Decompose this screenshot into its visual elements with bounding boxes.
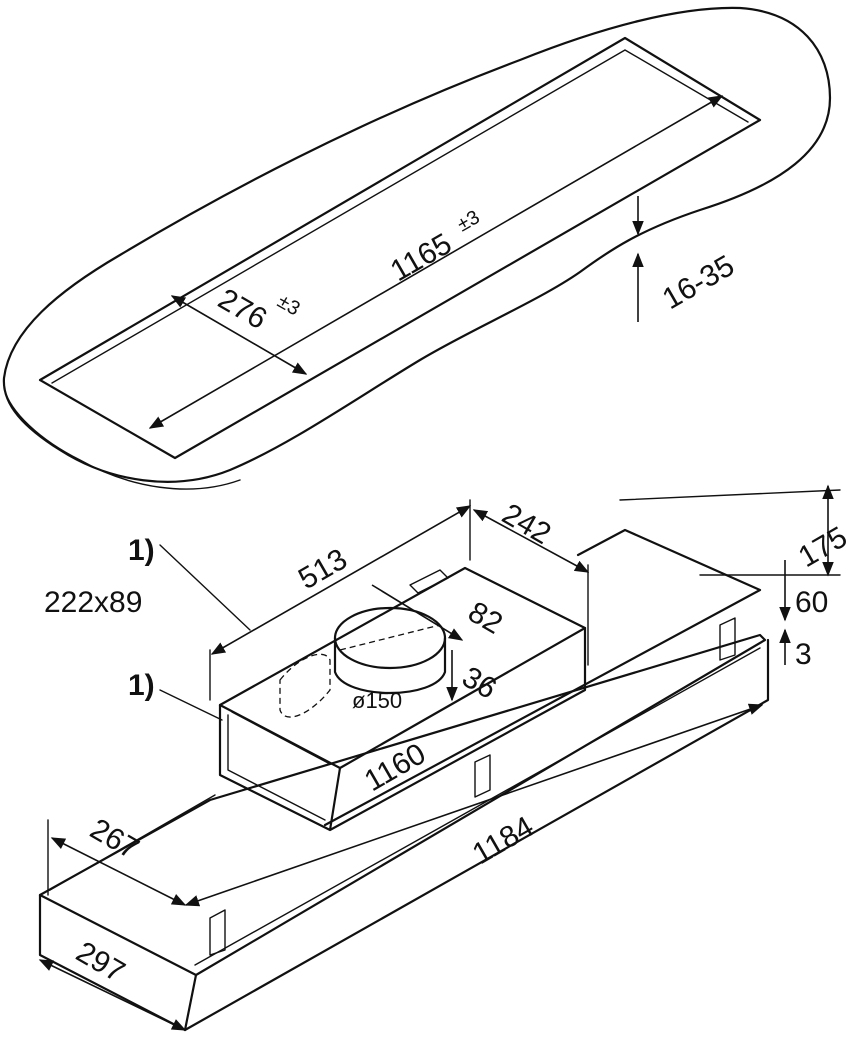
dim-total-height-value: 175: [793, 520, 853, 574]
dim-offset-b-value: 36: [457, 660, 502, 705]
note-1: 1) 222x89: [44, 534, 251, 631]
dim-duct-diameter-value: ø150: [352, 688, 402, 713]
dim-motor-width: 242: [469, 497, 590, 666]
dim-body-height-value: 60: [795, 586, 828, 619]
dim-motor-length-value: 513: [293, 542, 353, 596]
frame-corner: [183, 973, 198, 1032]
cutout-opening: [38, 36, 762, 460]
dim-outer-length-value: 1184: [467, 810, 539, 871]
duct-collar-body: [333, 636, 447, 694]
note-2-marker: 1): [128, 669, 155, 702]
outlet-dashed: [279, 653, 331, 718]
dim-inner-length: 1160: [359, 737, 431, 798]
note-2: 1): [128, 669, 223, 721]
dim-motor-length: 513: [209, 505, 472, 701]
dim-offsets: 82 36 ø150: [352, 584, 508, 713]
dim-inner-length-value: 1160: [359, 737, 431, 798]
inner-plate: [49, 647, 761, 966]
dim-panel-thickness-value: 16-35: [657, 249, 740, 316]
dim-motor-width-value: 242: [497, 497, 557, 551]
note-1-size: 222x89: [44, 586, 142, 619]
dim-cutout-width: 276 ±3: [170, 282, 308, 375]
dim-outer-depth-value: 297: [71, 935, 131, 989]
panel-thickness-edge: [3, 387, 241, 490]
dim-cutout-length: 1165 ±3: [148, 95, 724, 429]
dim-outer-depth: 297: [38, 935, 187, 1031]
dim-cutout-length-value: 1165: [385, 227, 457, 288]
cutout-inner-edge: [51, 49, 749, 384]
dim-lip-value: 3: [795, 638, 812, 671]
note-1-marker: 1): [128, 534, 155, 567]
top-clip: [409, 569, 449, 594]
dim-cutout-length-tol: ±3: [454, 206, 484, 236]
dim-outer-length: 1184: [184, 703, 764, 907]
dim-offset-a-value: 82: [463, 595, 508, 640]
dim-cutout-width-value: 276: [213, 282, 273, 336]
dim-cutout-width-tol: ±3: [274, 290, 304, 320]
